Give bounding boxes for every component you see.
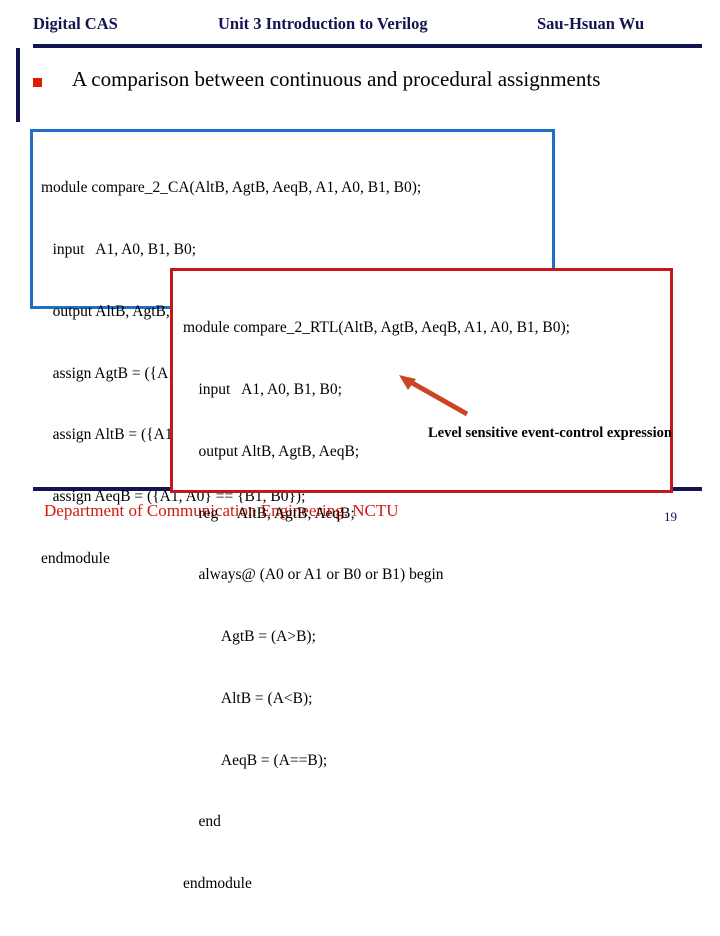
header-unit-title: Unit 3 Introduction to Verilog (218, 14, 428, 33)
header-course-title: Digital CAS (33, 14, 118, 33)
slide-title-text: A comparison between continuous and proc… (72, 67, 601, 91)
procedural-assignment-code: module compare_2_RTL(AltB, AgtB, AeqB, A… (183, 277, 570, 936)
code-line: output AltB, AgtB, AeqB; (183, 442, 360, 460)
slide-header: Digital CAS Unit 3 Introduction to Veril… (0, 14, 720, 42)
code-line: always@ (A0 or A1 or B0 or B1) begin (183, 566, 444, 584)
footer-department-text: Department of Communication Engineering,… (44, 501, 399, 520)
annotation-arrow-icon (399, 375, 469, 417)
code-line: endmodule (183, 875, 252, 893)
code-line: module compare_2_RTL(AltB, AgtB, AeqB, A… (183, 319, 570, 337)
code-line: input A1, A0, B1, B0; (41, 240, 197, 258)
page-number: 19 (664, 509, 677, 524)
code-line: AltB = (A<B); (183, 689, 313, 707)
header-divider-rule (33, 44, 702, 48)
code-line: module compare_2_CA(AltB, AgtB, AeqB, A1… (41, 179, 422, 197)
code-line: input A1, A0, B1, B0; (183, 380, 342, 398)
header-author-name: Sau-Hsuan Wu (537, 14, 645, 33)
code-line: end (183, 813, 221, 831)
annotation-label: Level sensitive event-control expression (428, 425, 672, 441)
code-line: AgtB = (A>B); (183, 628, 316, 646)
code-line: reg AltB, AgtB, AeqB; (183, 504, 355, 522)
square-bullet-icon (33, 78, 42, 87)
code-line: AeqB = (A==B); (183, 751, 328, 769)
left-accent-bar (16, 48, 20, 122)
